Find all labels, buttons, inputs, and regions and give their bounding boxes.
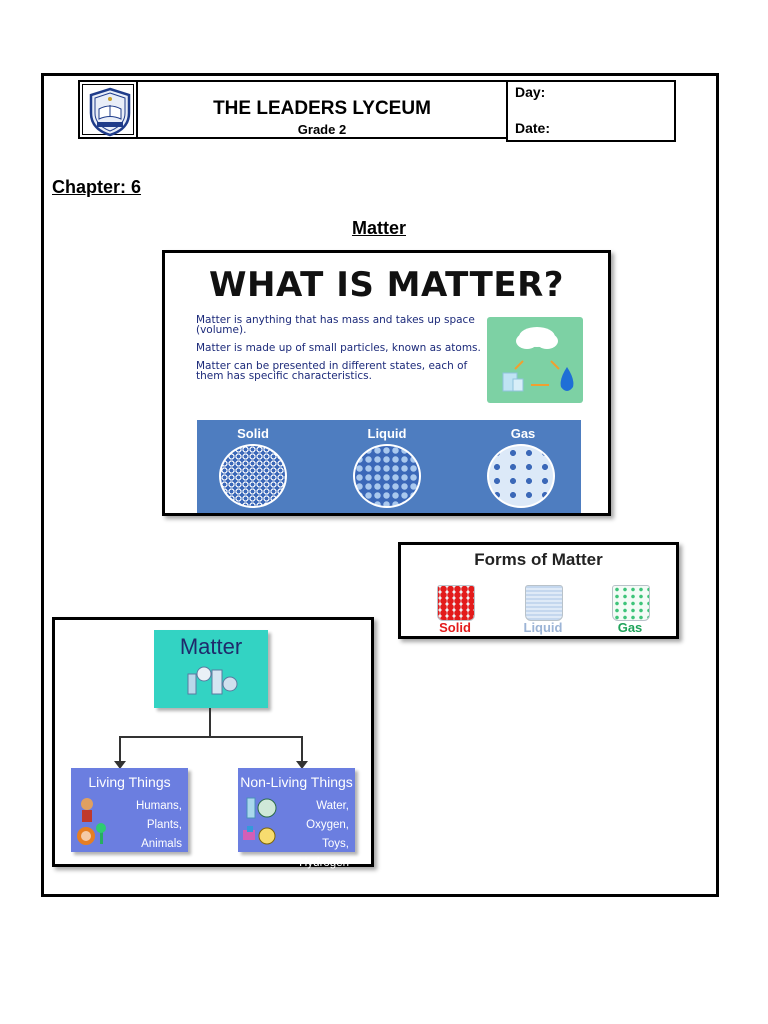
school-crest-icon xyxy=(89,87,131,137)
school-logo-cell xyxy=(78,80,138,139)
states-cycle-icon xyxy=(487,317,583,403)
forms-of-matter-title: Forms of Matter xyxy=(474,550,603,569)
arrow-down-icon xyxy=(296,761,308,769)
matter-particles: Matter is made up of small particles, kn… xyxy=(196,342,481,354)
non-living-examples-line: Water, Oxygen, xyxy=(306,800,349,831)
topic-heading: Matter xyxy=(351,218,406,238)
state-label-solid: Solid xyxy=(237,426,269,441)
living-things-box: Living Things Humans, Plants, Animals xyxy=(71,768,188,852)
header-title-cell: THE LEADERS LYCEUM Grade 2 xyxy=(138,80,506,139)
lab-equipment-icon xyxy=(187,666,238,695)
forms-of-matter-figure: Forms of Matter Solid Liquid Gas xyxy=(398,542,679,639)
gas-jar-icon xyxy=(612,585,650,621)
day-label: Day: xyxy=(515,84,546,100)
gas-particles-icon xyxy=(487,444,555,508)
arrow-down-icon xyxy=(114,761,126,769)
non-living-things-examples: Water, Oxygen, Toys, Hydrogen xyxy=(276,797,349,873)
living-things-examples: Humans, Plants, Animals xyxy=(109,797,182,854)
form-label-liquid: Liquid xyxy=(523,620,563,635)
living-things-icon xyxy=(77,798,106,845)
living-examples-line: Animals xyxy=(141,838,182,850)
matter-root-title: Matter xyxy=(179,634,243,659)
liquid-jar-icon xyxy=(525,585,563,621)
living-examples-line: Humans, Plants, xyxy=(135,800,182,831)
connector-bar xyxy=(119,736,303,738)
non-living-things-icon xyxy=(243,797,277,845)
date-label: Date: xyxy=(515,120,551,136)
grade-label: Grade 2 xyxy=(297,122,347,137)
non-living-things-title: Non-Living Things xyxy=(240,774,353,790)
matter-root-box: Matter xyxy=(154,630,268,708)
connector-left xyxy=(119,736,121,764)
non-living-examples-line: Toys, Hydrogen xyxy=(299,838,349,869)
liquid-particles-icon xyxy=(353,444,421,508)
form-label-solid: Solid xyxy=(439,620,471,635)
page-frame xyxy=(41,73,719,897)
chapter-heading: Chapter: 6 xyxy=(52,177,142,197)
what-is-matter-figure: WHAT IS MATTER? Matter is anything that … xyxy=(162,250,611,516)
school-name: THE LEADERS LYCEUM xyxy=(213,98,431,119)
what-is-matter-title: WHAT IS MATTER? xyxy=(209,265,564,305)
state-label-gas: Gas xyxy=(510,426,536,441)
form-label-gas: Gas xyxy=(617,620,643,635)
solid-jar-icon xyxy=(437,585,475,621)
what-is-matter-text: Matter is anything that has mass and tak… xyxy=(196,315,481,389)
states-panel: Solid Liquid Gas xyxy=(197,420,581,513)
non-living-things-box: Non-Living Things Water, Oxygen, Toys, H… xyxy=(238,768,355,869)
matter-hierarchy-figure: Matter Living Things Humans, Plants, Ani… xyxy=(52,617,374,869)
living-things-title: Living Things xyxy=(88,774,171,790)
connector-right xyxy=(301,736,303,764)
day-date-cell: Day: Date: xyxy=(506,80,676,142)
matter-definition: Matter is anything that has mass and tak… xyxy=(196,314,475,336)
state-label-liquid: Liquid xyxy=(367,426,407,441)
matter-states: Matter can be presented in different sta… xyxy=(196,360,468,382)
connector-trunk xyxy=(209,708,211,736)
solid-particles-icon xyxy=(219,444,287,508)
